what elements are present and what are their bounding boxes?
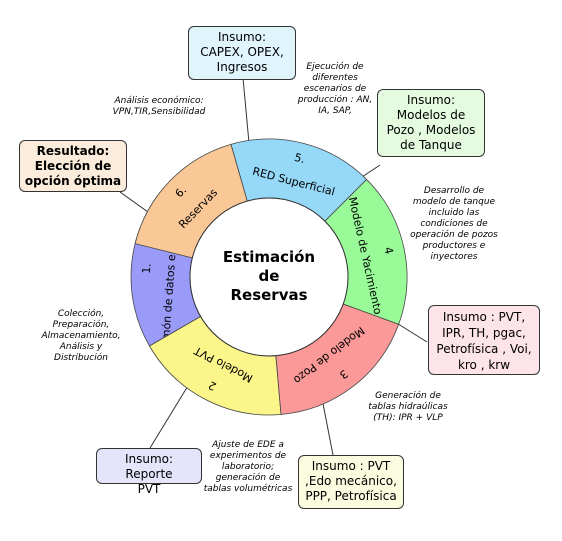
- box-modelos-line3: Pozo , Modelos: [386, 123, 476, 137]
- note-coleccion-line2: Preparación,: [52, 320, 110, 330]
- note-ajuste-line2: experimentos de: [209, 451, 287, 461]
- note-desarrollo-line4: condiciones de: [420, 219, 488, 229]
- box-resultado: Resultado: Elección de opción óptima: [19, 140, 127, 192]
- box-resultado-line2: Elección de: [34, 159, 112, 173]
- box-pvt-right-line1: Insumo : PVT,: [442, 310, 526, 324]
- note-desarrollo: Desarrollo de modelo de tanque incluido …: [404, 186, 504, 263]
- box-reporte: Insumo: Reporte PVT: [96, 448, 202, 496]
- center-title-line1: Estimación: [223, 248, 315, 266]
- connector-pvt-right: [394, 321, 428, 343]
- note-coleccion: Colección, Preparación, Almacenamiento, …: [33, 309, 129, 364]
- box-reporte-line2: PVT: [137, 482, 161, 496]
- note-coleccion-line1: Colección,: [57, 309, 105, 319]
- note-ajuste-line3: laboratorio;: [221, 462, 275, 472]
- box-capex-line2: CAPEX, OPEX,: [200, 45, 284, 59]
- note-coleccion-line4: Análisis y: [59, 342, 103, 352]
- note-desarrollo-line3: incluido las: [428, 208, 480, 218]
- note-ejecucion-line1: Ejecución de: [306, 62, 364, 72]
- note-desarrollo-line1: Desarrollo de: [423, 186, 485, 196]
- box-capex: Insumo: CAPEX, OPEX, Ingresos: [188, 26, 296, 80]
- note-analisis: Análisis económico: VPN,TIR,Sensibilidad: [98, 96, 220, 118]
- note-analisis-line1: Análisis económico:: [114, 96, 204, 106]
- segment-1-number: 1.: [140, 263, 154, 274]
- note-desarrollo-line7: inyectores: [430, 252, 478, 262]
- center-hub: [189, 197, 349, 357]
- box-capex-line1: Insumo:: [217, 30, 267, 44]
- note-coleccion-line5: Distribución: [54, 353, 108, 363]
- note-ejecucion-line5: IA, SAP,: [318, 106, 352, 116]
- segment-5-number: 5.: [293, 151, 306, 166]
- note-desarrollo-line6: productores e: [422, 241, 486, 251]
- box-pvt-right-line3: Petrofísica , Voi,: [436, 342, 532, 356]
- box-modelos-line4: de Tanque: [400, 138, 462, 152]
- note-ejecucion-line3: escenarios de: [303, 84, 367, 94]
- note-analisis-line2: VPN,TIR,Sensibilidad: [112, 107, 206, 117]
- box-pvt-bottom-line1: Insumo : PVT: [311, 459, 391, 473]
- box-resultado-line3: opción óptima: [24, 174, 122, 188]
- note-ajuste-line4: generación de: [215, 473, 281, 483]
- note-ajuste: Ajuste de EDE a experimentos de laborato…: [200, 440, 296, 495]
- box-modelos-line1: Insumo:: [406, 93, 456, 107]
- note-ejecucion: Ejecución de diferentes escenarios de pr…: [288, 62, 382, 117]
- note-desarrollo-line2: modelo de tanque: [412, 197, 496, 207]
- box-modelos-line2: Modelos de: [396, 108, 466, 122]
- box-modelos: Insumo: Modelos de Pozo , Modelos de Tan…: [377, 89, 485, 157]
- note-generacion-line1: Generación de: [375, 391, 441, 401]
- box-pvt-right-line2: IPR, TH, pgac,: [442, 326, 526, 340]
- box-pvt-bottom: Insumo : PVT ,Edo mecánico, PPP, Petrofí…: [298, 455, 404, 509]
- note-desarrollo-line5: operación de pozos: [410, 230, 498, 240]
- segment-4-number: 4: [381, 246, 395, 256]
- connector-resultado: [119, 191, 149, 213]
- note-ejecucion-line2: diferentes: [312, 73, 358, 83]
- note-ejecucion-line4: producción : AN,: [297, 95, 373, 105]
- box-resultado-line1: Resultado:: [36, 144, 110, 158]
- box-capex-line3: Ingresos: [216, 60, 268, 74]
- box-pvt-right-line4: kro , krw: [457, 358, 511, 372]
- box-pvt-right: Insumo : PVT, IPR, TH, pgac, Petrofísica…: [428, 305, 540, 375]
- center-title-line2: de: [259, 267, 280, 285]
- note-ajuste-line1: Ajuste de EDE a: [212, 440, 284, 450]
- connector-capex: [242, 77, 250, 144]
- note-coleccion-line3: Almacenamiento,: [41, 331, 121, 341]
- center-title-line3: Reservas: [230, 286, 307, 304]
- box-reporte-line1: Insumo: Reporte: [124, 452, 174, 481]
- note-generacion: Generación de tablas hidraúlicas (TH): I…: [358, 391, 458, 424]
- note-generacion-line2: tablas hidraúlicas: [368, 402, 448, 412]
- note-generacion-line3: (TH): IPR + VLP: [373, 413, 443, 423]
- box-pvt-bottom-line2: ,Edo mecánico,: [305, 474, 397, 488]
- box-pvt-bottom-line3: PPP, Petrofísica: [305, 489, 397, 503]
- note-ajuste-line5: tablas volumétricas: [203, 484, 293, 494]
